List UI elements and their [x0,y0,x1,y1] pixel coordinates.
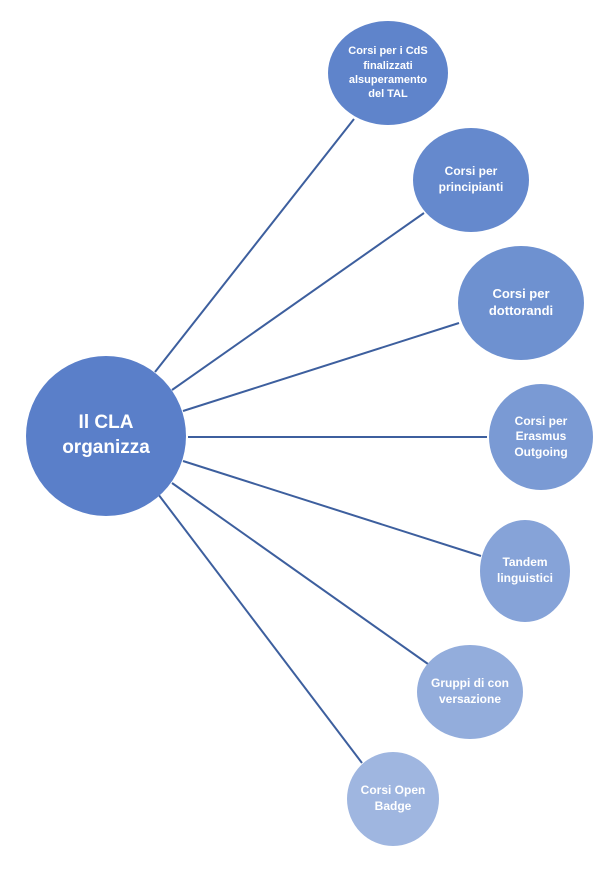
leaf-label: Corsi per Erasmus Outgoing [514,413,568,459]
connector-line [154,118,355,373]
connector-line [182,460,482,557]
connector-line [171,482,429,665]
leaf-label: Corsi Open Badge [360,783,426,813]
leaf-label: Corsi per principianti [438,164,504,194]
leaf-node-open-badge: Corsi Open Badge [347,752,439,846]
leaf-label: Corsi per dottorandi [488,286,554,318]
leaf-node-dottorandi: Corsi per dottorandi [458,246,584,360]
leaf-node-tandem: Tandem linguistici [480,520,570,622]
leaf-node-principianti: Corsi per principianti [413,128,529,232]
connector-line [154,489,363,764]
leaf-label: Gruppi di conversazione [431,676,509,706]
leaf-label: Corsi per i CdS finalizzati alsuperament… [348,45,428,101]
connector-line [171,212,425,391]
leaf-label: Tandem linguistici [496,555,553,585]
center-label: Il CLA organizza [62,412,150,458]
leaf-node-gruppi: Gruppi di conversazione [417,645,523,739]
connector-line [182,322,460,412]
leaf-node-cds-tal: Corsi per i CdS finalizzati alsuperament… [328,21,448,125]
center-node: Il CLA organizza [26,356,186,516]
leaf-node-erasmus: Corsi per Erasmus Outgoing [489,384,593,490]
